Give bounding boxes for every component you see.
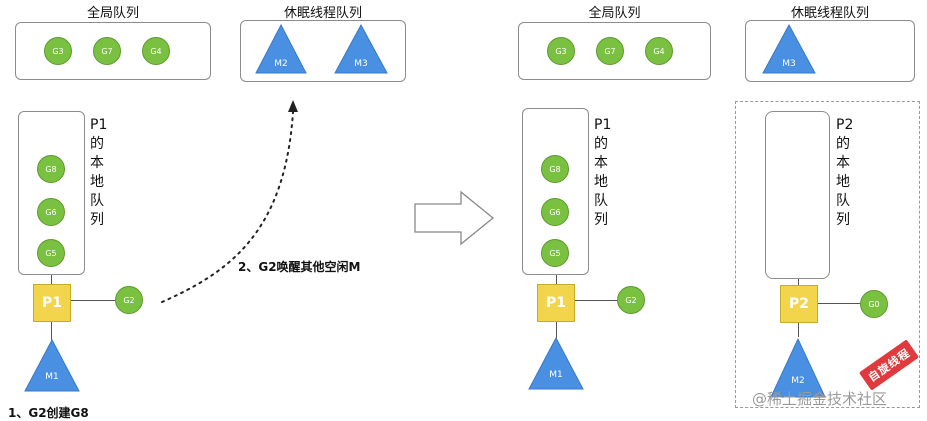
left-p1-queue-connector: [51, 275, 52, 284]
right-sleep-queue-box: M3: [745, 20, 915, 82]
left-sleep-machine-m2-label: M2: [274, 59, 288, 69]
right-p2-local-queue-label: P2 的 本 地 队 列: [836, 117, 854, 228]
right-global-queue-box: G3 G7 G4: [518, 22, 711, 80]
left-p1-goroutine-g6: G6: [37, 198, 65, 226]
right-p1-local-queue-box: G8 G6 G5: [522, 108, 589, 275]
right-p1-local-queue-label: P1 的 本 地 队 列: [594, 117, 612, 228]
left-p1-processor: P1: [33, 284, 71, 322]
right-p2-m2-connector: [798, 323, 799, 337]
step2-caption: 2、G2唤醒其他空闲M: [238, 260, 361, 274]
left-sleep-machine-m3: M3: [334, 23, 388, 74]
transition-arrow: [414, 190, 495, 246]
left-p1-local-queue-box: G8 G6 G5: [18, 111, 85, 275]
left-machine-m1-label: M1: [45, 372, 59, 382]
left-p1-g2-connector: [71, 300, 115, 301]
right-p1-goroutine-g6: G6: [541, 198, 569, 226]
left-sleep-machine-m2: M2: [255, 23, 307, 74]
left-sleep-queue-box: M2 M3: [240, 20, 406, 82]
left-p1-goroutine-g8: G8: [37, 155, 65, 183]
right-p1-g2-connector: [575, 300, 617, 301]
left-running-goroutine-g2: G2: [115, 286, 143, 314]
right-p2-g0-connector: [818, 303, 860, 304]
right-sleep-queue-title: 休眠线程队列: [790, 6, 869, 21]
right-p2-processor: P2: [780, 285, 818, 323]
left-p1-local-queue-label: P1 的 本 地 队 列: [90, 117, 108, 228]
left-global-queue-title: 全局队列: [86, 6, 139, 21]
left-sleep-machine-m3-label: M3: [354, 59, 368, 69]
left-sleep-queue-title: 休眠线程队列: [283, 6, 362, 21]
left-global-goroutine-g7: G7: [93, 37, 121, 65]
right-global-queue-title: 全局队列: [588, 6, 641, 21]
wake-up-arrow: [161, 100, 298, 303]
left-p1-goroutine-g5: G5: [37, 239, 65, 267]
right-global-goroutine-g7: G7: [596, 37, 624, 65]
watermark: @稀土掘金技术社区: [752, 390, 888, 408]
right-p1-processor: P1: [537, 284, 575, 322]
right-machine-m2: M2: [770, 337, 826, 398]
right-p1-queue-connector: [556, 275, 557, 284]
right-goroutine-g0: G0: [860, 290, 888, 318]
right-machine-m1: M1: [528, 336, 584, 390]
spinning-thread-group: [735, 101, 920, 408]
left-p1-m1-connector: [51, 322, 52, 340]
right-p1-goroutine-g8: G8: [541, 155, 569, 183]
right-global-goroutine-g3: G3: [547, 37, 575, 65]
left-machine-m1: M1: [24, 338, 80, 392]
right-p2-local-queue-box: [765, 111, 830, 279]
right-running-goroutine-g2: G2: [617, 286, 645, 314]
right-global-goroutine-g4: G4: [645, 37, 673, 65]
right-p1-goroutine-g5: G5: [541, 239, 569, 267]
right-p1-m1-connector: [556, 322, 557, 338]
left-global-queue-box: G3 G7 G4: [15, 22, 211, 80]
right-sleep-machine-m3-label: M3: [782, 59, 796, 69]
right-sleep-machine-m3: M3: [762, 23, 816, 74]
left-global-goroutine-g4: G4: [142, 37, 170, 65]
right-machine-m1-label: M1: [549, 370, 563, 380]
right-machine-m2-label: M2: [791, 376, 805, 386]
left-global-goroutine-g3: G3: [44, 37, 72, 65]
right-p2-queue-connector: [798, 279, 799, 285]
step1-caption: 1、G2创建G8: [8, 406, 89, 420]
